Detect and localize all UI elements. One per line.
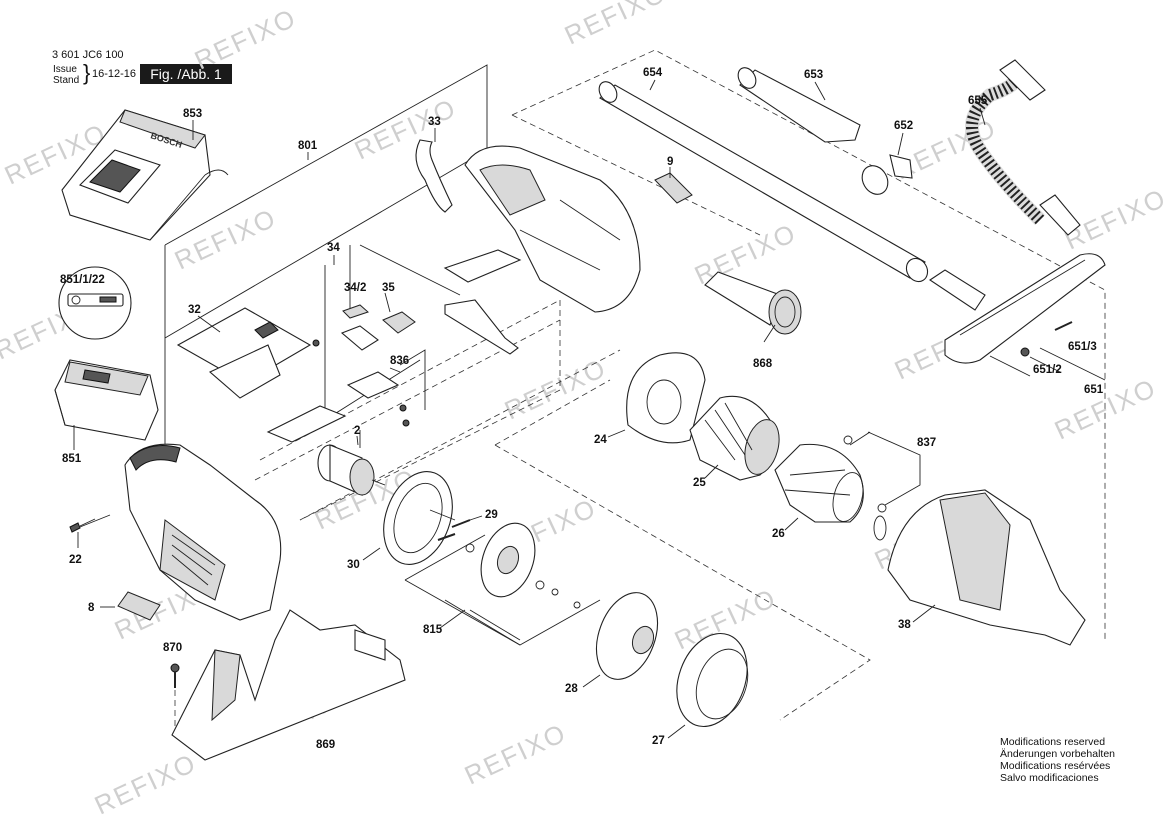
ring-868 [704,271,802,335]
watermark: REFIXO [1050,372,1161,445]
part-label-22: 22 [69,554,82,566]
fan-impeller [465,522,581,609]
part-label-651: 651 [1084,384,1104,396]
part-label-27: 27 [652,735,665,747]
issue-date: 16-12-16 [92,68,137,80]
handle-housing [79,443,282,621]
ring-27 [676,632,749,728]
seal-plate-24 [626,352,706,444]
leader-lines [73,79,986,739]
dust-container-38 [887,489,1086,646]
watermark: REFIXO [460,717,571,790]
part-label-34-2: 34/2 [344,282,366,294]
screws-29 [437,519,471,541]
part-label-851: 851 [62,453,82,465]
part-label-24: 24 [594,434,607,446]
part-label-29: 29 [485,509,498,521]
part-label-815: 815 [423,624,443,636]
stand-869 [171,609,406,761]
part-label-34: 34 [327,242,340,254]
part-label-869: 869 [316,739,335,751]
watermark: REFIXO [1060,182,1169,255]
part-label-8: 8 [88,602,95,614]
watermark: REFIXO [350,92,461,165]
foam-pads [266,249,522,443]
bracket-836 [346,371,410,427]
note-line: Modifications reserved [1000,736,1106,748]
part-label-853: 853 [183,108,202,120]
screw-870 [170,663,180,688]
strap-33 [415,128,453,213]
label-9 [654,172,693,204]
note-line: Änderungen vorbehalten [1000,748,1116,760]
part-label-651-3: 651/3 [1068,341,1097,353]
part-label-868: 868 [753,358,773,370]
watermark: REFIXO [170,202,281,275]
part-label-9: 9 [667,156,673,168]
cap-28 [595,592,659,680]
screw-22 [69,518,96,533]
document-number: 3 601 JC6 100 [52,49,124,61]
issue-brace: } [83,60,91,85]
part-label-870: 870 [163,642,182,654]
part-label-801: 801 [298,140,318,152]
floor-nozzle-651 [929,253,1106,364]
part-label-836: 836 [390,355,409,367]
modification-notes: Modifications reserved Änderungen vorbeh… [1000,736,1115,784]
part-label-652: 652 [894,120,913,132]
part-label-30: 30 [347,559,360,571]
battery-label-851-1-22 [58,266,132,340]
part-label-651-2: 651/2 [1033,364,1062,376]
filter-cage-26 [774,443,864,523]
pcb-32 [176,307,320,399]
upper-housing [464,145,641,313]
issue-label: Issue Stand [53,64,79,86]
part-label-26: 26 [772,528,785,540]
part-label-655: 655 [968,95,988,107]
part-label-32: 32 [188,304,201,316]
watermark: REFIXO [190,2,301,75]
battery-851 [54,359,159,441]
motor-2 [317,430,386,496]
part-label-653: 653 [804,69,823,81]
part-label-2: 2 [354,425,360,437]
part-label-35: 35 [382,282,395,294]
watermark: REFIXO [690,217,801,290]
label-8 [117,591,161,621]
part-labels: 853 801 33 9 654 653 652 655 851/1/22 32… [60,67,1104,751]
charger-853: BOSCH [61,109,229,241]
part-label-38: 38 [898,619,911,631]
fan-housing-30 [383,471,456,565]
part-label-654: 654 [643,67,663,79]
switch-parts-34-35 [340,304,416,351]
seal-837 [843,435,887,541]
tube-654 [598,81,929,283]
adapter-652 [861,154,913,195]
note-line: Salvo modificaciones [1000,772,1099,784]
crevice-nozzle-653 [737,67,861,143]
part-label-25: 25 [693,477,706,489]
watermark: REFIXO [90,747,201,820]
filter-25 [689,395,780,481]
part-label-837: 837 [917,437,936,449]
part-label-851-1-22: 851/1/22 [60,274,105,286]
watermark: REFIXO [560,0,671,50]
issue-label-line2: Stand [53,75,80,86]
part-label-28: 28 [565,683,578,695]
figure-badge: Fig. /Abb. 1 [140,64,232,84]
note-line: Modifications resérvées [1000,760,1111,772]
hose-655 [965,59,1081,236]
issue-label-line1: Issue [53,64,77,75]
part-label-33: 33 [428,116,441,128]
